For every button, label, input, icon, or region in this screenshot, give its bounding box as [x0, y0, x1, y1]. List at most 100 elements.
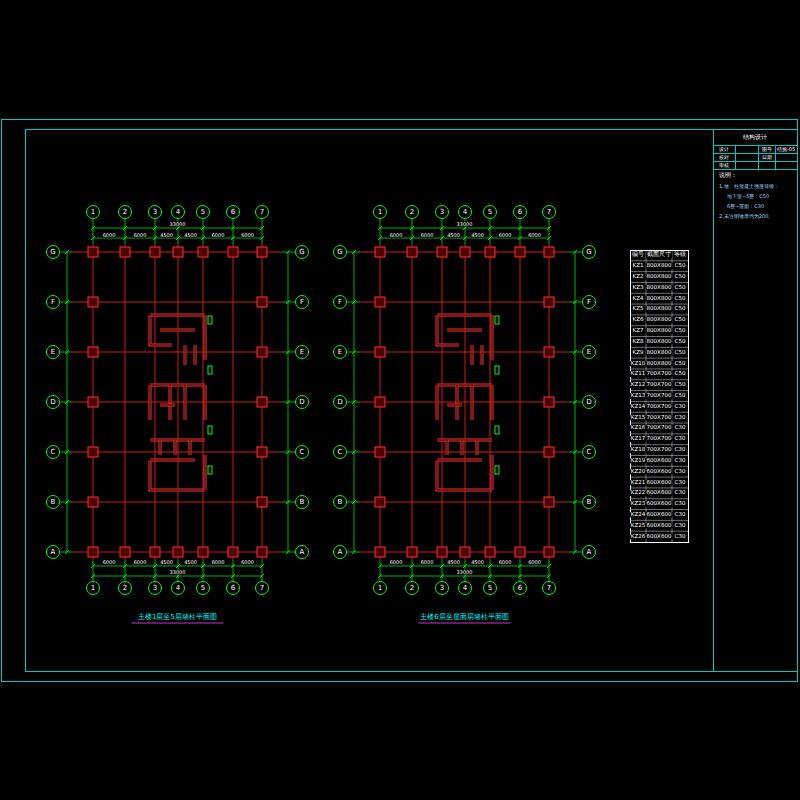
shear-wall-core: [447, 330, 482, 331]
table-rule: [630, 477, 688, 478]
dimension-tick: [488, 226, 492, 230]
table-cell: KZ1: [632, 263, 645, 269]
table-cell: KZ26: [630, 534, 646, 540]
dimension-tick: [286, 350, 290, 354]
shear-wall-core: [482, 345, 483, 365]
axis-bubble: 7: [255, 205, 269, 219]
table-rule: [630, 423, 688, 424]
column-section: [437, 547, 447, 557]
axis-label: F: [338, 299, 342, 306]
axis-label: D: [50, 399, 55, 406]
shear-wall: [159, 440, 162, 455]
column-section: [515, 247, 525, 257]
shear-wall-core: [150, 385, 151, 420]
shear-wall: [174, 440, 177, 455]
axis-label: 6: [518, 209, 522, 216]
extension-line: [93, 560, 94, 581]
axis-bubble: 7: [542, 581, 556, 595]
dimension-tick: [410, 226, 414, 230]
wall-marker: [495, 466, 499, 474]
note-text: 1.墙、柱混凝土强度等级：: [718, 184, 780, 189]
axis-bubble: C: [333, 445, 347, 459]
column-section: [88, 297, 98, 307]
axis-label: 3: [440, 209, 444, 216]
wall-marker: [208, 316, 212, 324]
shear-wall: [437, 460, 492, 490]
dimension-tick: [286, 250, 290, 254]
axis-label: 4: [176, 209, 180, 216]
table-cell: KZ14: [630, 404, 646, 410]
dimension-tick: [573, 250, 577, 254]
shear-wall-core: [175, 440, 176, 455]
dimension-tick: [153, 226, 157, 230]
table-cell: KZ10: [630, 361, 646, 367]
note-text: 6层~屋面：C30: [726, 204, 765, 209]
axis-bubble: B: [46, 495, 60, 509]
axis-bubble: G: [295, 245, 309, 259]
shear-wall: [160, 404, 175, 407]
shear-wall-core: [160, 405, 175, 406]
table-cell: 800X800: [646, 339, 673, 345]
table-rule: [630, 412, 688, 413]
dimension-tick: [440, 564, 444, 568]
shear-wall-core: [492, 385, 493, 420]
axis-label: E: [587, 349, 591, 356]
table-cell: 600X600: [646, 469, 673, 475]
table-cell: KZ2: [632, 274, 645, 280]
axis-bubble: A: [46, 545, 60, 559]
dimension-tick: [410, 236, 414, 240]
axis-label: B: [300, 499, 305, 506]
dimension-tick: [91, 564, 95, 568]
table-cell: KZ17: [630, 437, 646, 443]
axis-label: 5: [488, 209, 492, 216]
extension-line: [412, 219, 413, 244]
dimension-text: 6000: [420, 232, 435, 237]
dimension-tick: [352, 400, 356, 404]
axis-line: [360, 452, 569, 453]
table-cell: KZ19: [630, 458, 646, 464]
shear-wall-core: [462, 440, 463, 455]
table-cell: 800X800: [646, 318, 673, 324]
table-rule: [630, 358, 688, 359]
table-cell: C30: [674, 458, 687, 464]
plan-title: 主楼1层至5层墙柱平面图: [137, 614, 218, 621]
column-section: [375, 397, 385, 407]
table-rule: [630, 282, 688, 283]
table-cell: KZ21: [630, 480, 646, 486]
axis-label: 7: [260, 585, 264, 592]
table-cell: C50: [674, 318, 687, 324]
axis-label: 5: [201, 209, 205, 216]
dimension-text: 6000: [498, 560, 513, 565]
dimension-text: 6000: [133, 560, 148, 565]
axis-label: C: [338, 449, 343, 456]
dimension-text: 6000: [211, 232, 226, 237]
table-cell: C50: [674, 350, 687, 356]
shear-wall-core: [185, 385, 186, 420]
dimension-tick: [201, 226, 205, 230]
column-section: [88, 247, 98, 257]
shear-wall: [150, 439, 205, 442]
axis-bubble: D: [46, 395, 60, 409]
table-cell: C30: [674, 404, 687, 410]
axis-label: F: [300, 299, 304, 306]
table-cell: C50: [674, 296, 687, 302]
axis-label: F: [587, 299, 591, 306]
column-section: [257, 397, 267, 407]
table-cell: 600X600: [646, 534, 673, 540]
table-cell: KZ12: [630, 382, 646, 388]
column-section: [257, 297, 267, 307]
shear-wall-core: [492, 315, 493, 360]
table-cell: C30: [674, 447, 687, 453]
column-section: [120, 547, 130, 557]
table-cell: C30: [674, 437, 687, 443]
dimension-tick: [65, 450, 69, 454]
shear-wall-core: [195, 345, 196, 365]
shear-wall: [437, 384, 492, 387]
axis-bubble: G: [582, 245, 596, 259]
table-cell: C30: [674, 523, 687, 529]
dimension-tick: [378, 564, 382, 568]
axis-bubble: B: [333, 495, 347, 509]
axis-label: A: [300, 549, 305, 556]
